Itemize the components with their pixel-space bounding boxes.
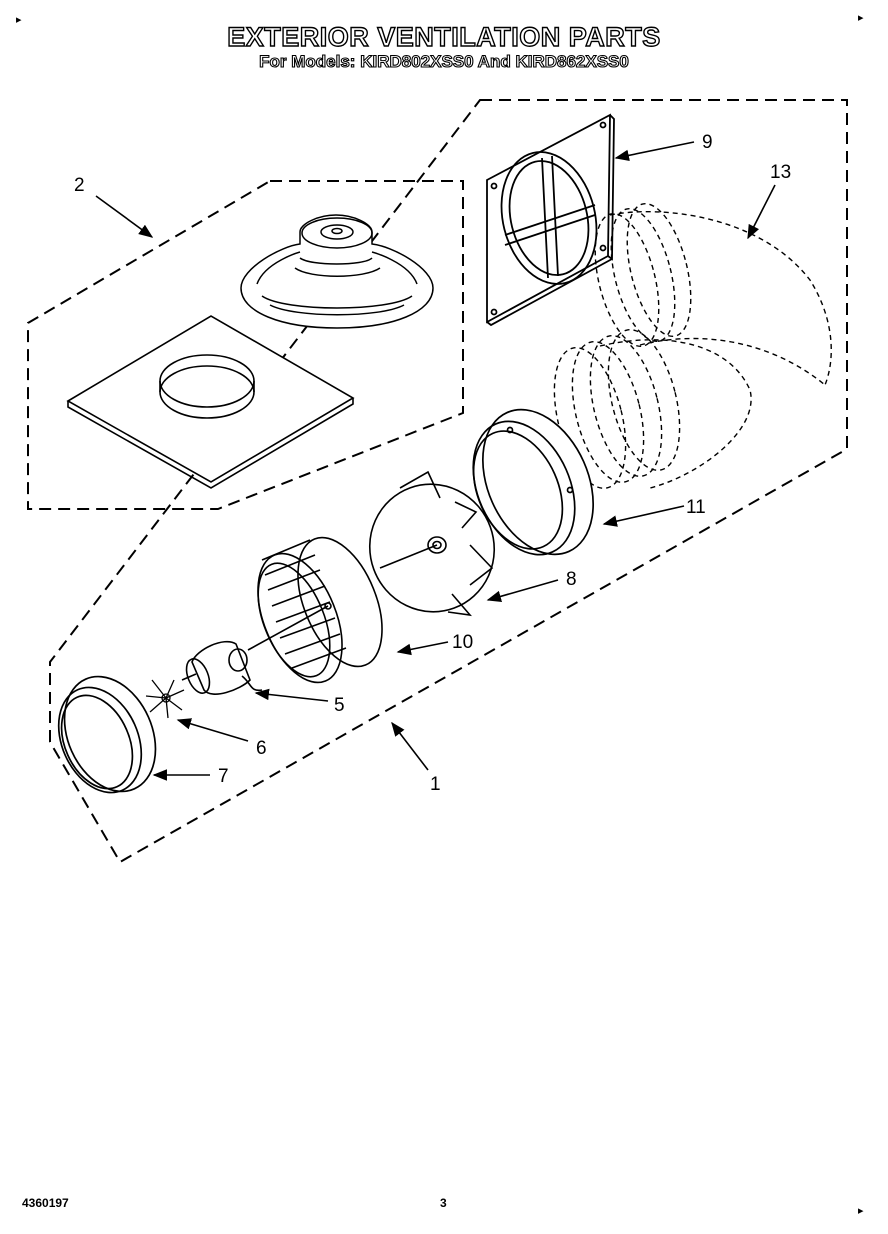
group-outline-2 (27, 180, 464, 510)
callout-2: 2 (74, 175, 85, 196)
callout-1: 1 (430, 774, 441, 795)
page-subtitle: For Models: KIRD802XSS0 And KIRD862XSS0 (259, 51, 630, 71)
leader-9 (614, 141, 695, 162)
group-outline-1 (49, 99, 848, 864)
leader-lines (95, 141, 776, 781)
rear-housing-ring (472, 408, 595, 556)
callout-7: 7 (218, 766, 229, 787)
leader-2 (95, 195, 154, 238)
blower-wheel (368, 470, 496, 617)
leader-8 (486, 579, 559, 602)
leader-6 (176, 718, 249, 742)
page-title: EXTERIOR VENTILATION PARTS (227, 21, 661, 52)
dome-cap (240, 214, 434, 329)
leader-5 (254, 688, 329, 702)
fan-motor (181, 640, 263, 695)
motor-cage (247, 536, 383, 684)
callout-10: 10 (452, 632, 473, 653)
leader-13 (747, 184, 776, 240)
corner-mark-bottom-right: ▸ (858, 1204, 864, 1217)
callout-11: 11 (686, 497, 706, 518)
callout-5: 5 (334, 695, 345, 716)
corner-mark-top-left: ▸ (16, 13, 22, 26)
document-part-number: 4360197 (22, 1196, 69, 1210)
callout-6: 6 (256, 738, 267, 759)
corner-mark-top-right: ▸ (858, 11, 864, 24)
exterior-grille (486, 113, 615, 327)
leader-11 (602, 505, 685, 527)
duct-hose-outline (553, 202, 832, 489)
front-cover (57, 675, 157, 794)
callout-8: 8 (566, 569, 577, 590)
callout-9: 9 (702, 132, 713, 153)
page-number: 3 (440, 1196, 447, 1210)
leader-1 (391, 721, 429, 771)
callout-13: 13 (770, 162, 791, 183)
small-fan (145, 679, 185, 719)
leader-10 (396, 641, 449, 656)
mounting-plate (66, 315, 355, 489)
